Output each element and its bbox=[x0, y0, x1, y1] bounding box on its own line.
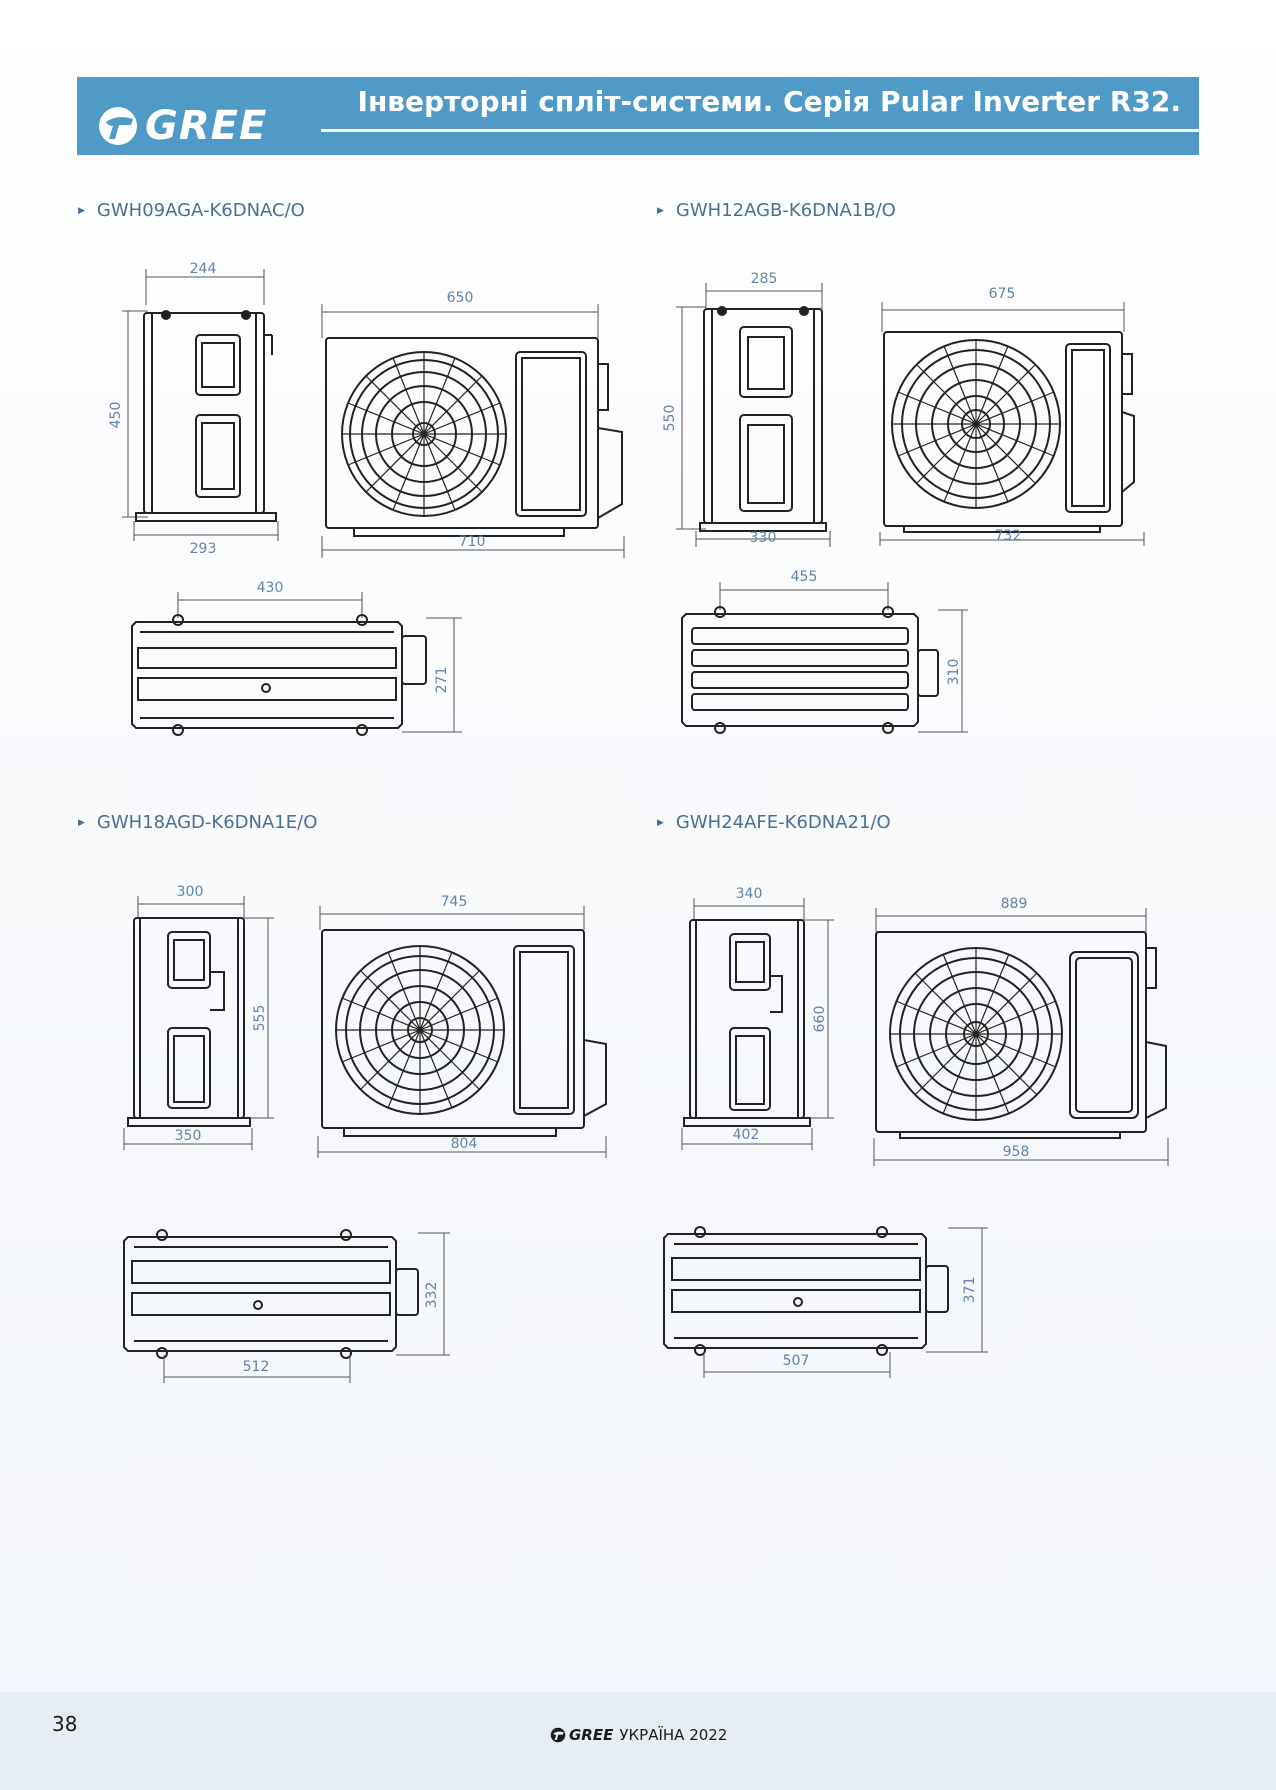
page-number: 38 bbox=[52, 1712, 78, 1736]
unit-body bbox=[681, 613, 919, 727]
bullet-icon: ▶ bbox=[657, 818, 664, 828]
dim-label: 310 bbox=[946, 659, 962, 686]
dim-label: 660 bbox=[812, 1006, 828, 1033]
dim-front-bottom bbox=[873, 1138, 1169, 1166]
unit-body bbox=[133, 917, 245, 1119]
model-label-2: ▶GWH12AGB-K6DNA1B/O bbox=[657, 200, 896, 221]
unit-body bbox=[689, 919, 805, 1119]
header-banner: GREE Інверторні спліт-системи. Серія Pul… bbox=[77, 77, 1199, 155]
dim-top-depth bbox=[396, 1232, 450, 1356]
dim-top-span bbox=[719, 582, 889, 610]
dim-label: 804 bbox=[451, 1136, 478, 1152]
dim-front-top bbox=[875, 908, 1147, 932]
dim-label: 675 bbox=[989, 286, 1016, 302]
unit-body bbox=[123, 1236, 397, 1352]
unit-body bbox=[663, 1233, 927, 1349]
dim-side-top bbox=[693, 898, 805, 920]
model-4-top-view: 371 507 bbox=[663, 1226, 988, 1378]
dim-front-bottom bbox=[321, 536, 625, 558]
dim-label: 330 bbox=[750, 530, 777, 546]
dim-label: 550 bbox=[662, 405, 678, 432]
dim-label: 889 bbox=[1001, 896, 1028, 912]
bullet-icon: ▶ bbox=[78, 206, 85, 216]
model-label-1: ▶GWH09AGA-K6DNAC/O bbox=[78, 200, 305, 221]
model-1-top-view: 430 271 bbox=[131, 580, 462, 736]
dim-top-depth bbox=[402, 617, 462, 733]
banner-divider bbox=[321, 129, 1199, 132]
dim-label: 350 bbox=[175, 1128, 202, 1144]
dim-front-top bbox=[321, 304, 599, 338]
model-2-front-view: 675 732 bbox=[879, 286, 1145, 546]
dim-side-top bbox=[145, 269, 265, 305]
dim-side-bottom bbox=[695, 531, 831, 547]
model-4-front-view: 889 958 bbox=[873, 896, 1169, 1166]
dim-label: 285 bbox=[751, 271, 778, 287]
model-1-side-view: 244 450 293 bbox=[108, 261, 279, 555]
dim-side-top bbox=[705, 283, 823, 309]
dim-label: 332 bbox=[424, 1282, 440, 1309]
gree-swirl-icon bbox=[550, 1727, 566, 1743]
dim-side-bottom bbox=[123, 1128, 253, 1150]
page-title: Інверторні спліт-системи. Серія Pular In… bbox=[357, 85, 1181, 118]
dim-top-span bbox=[163, 1355, 351, 1383]
unit-body bbox=[131, 621, 403, 729]
dim-label: 340 bbox=[736, 886, 763, 902]
unit-body bbox=[321, 929, 585, 1129]
bullet-icon: ▶ bbox=[78, 818, 85, 828]
dim-label: 244 bbox=[190, 261, 217, 277]
model-label-4: ▶GWH24AFE-K6DNA21/O bbox=[657, 812, 891, 833]
dim-label: 293 bbox=[190, 541, 217, 555]
model-3-top-view: 332 512 bbox=[123, 1229, 450, 1383]
dim-front-top bbox=[319, 906, 585, 930]
dim-top-depth bbox=[926, 1227, 988, 1353]
page-footer: 38 GREE УКРАЇНА 2022 bbox=[0, 1692, 1276, 1790]
dim-side-bottom bbox=[133, 521, 279, 541]
dim-side-top bbox=[137, 896, 245, 918]
dim-label: 710 bbox=[459, 534, 486, 550]
dim-front-top bbox=[881, 302, 1125, 332]
dim-label: 507 bbox=[783, 1353, 810, 1369]
logo-text: GREE bbox=[145, 103, 268, 149]
dim-label: 430 bbox=[257, 580, 284, 596]
footer-logo-text: GREE bbox=[569, 1726, 614, 1744]
model-3-side-view: 300 555 350 bbox=[123, 884, 274, 1150]
dim-label: 555 bbox=[252, 1005, 268, 1032]
dim-side-height bbox=[804, 919, 834, 1119]
dim-label: 745 bbox=[441, 894, 468, 910]
dim-top-depth bbox=[918, 609, 968, 733]
dim-top-span bbox=[177, 592, 363, 618]
footer-brand: GREE УКРАЇНА 2022 bbox=[550, 1726, 727, 1744]
dim-top-span bbox=[703, 1352, 891, 1378]
dim-label: 402 bbox=[733, 1127, 760, 1143]
dim-label: 512 bbox=[243, 1359, 270, 1375]
dim-front-bottom bbox=[879, 532, 1145, 546]
model-1-front-view: 650 710 bbox=[321, 290, 625, 558]
model-4-side-view: 340 660 402 bbox=[681, 886, 834, 1150]
dim-label: 450 bbox=[108, 402, 124, 429]
model-2-side-view: 285 550 330 bbox=[662, 271, 831, 547]
dim-label: 958 bbox=[1003, 1144, 1030, 1160]
footer-caption: УКРАЇНА 2022 bbox=[619, 1726, 728, 1744]
dim-side-bottom bbox=[681, 1128, 813, 1150]
model-2-top-view: 455 310 bbox=[681, 569, 968, 734]
dim-label: 650 bbox=[447, 290, 474, 306]
model-label-3: ▶GWH18AGD-K6DNA1E/O bbox=[78, 812, 318, 833]
model-3-front-view: 745 804 bbox=[317, 894, 607, 1158]
dim-front-bottom bbox=[317, 1136, 607, 1158]
unit-body bbox=[325, 337, 599, 529]
dim-label: 732 bbox=[995, 528, 1022, 544]
dim-label: 300 bbox=[177, 884, 204, 900]
gree-logo: GREE bbox=[97, 105, 267, 147]
gree-swirl-icon bbox=[99, 107, 137, 145]
bullet-icon: ▶ bbox=[657, 206, 664, 216]
dim-label: 371 bbox=[962, 1277, 978, 1304]
dim-label: 455 bbox=[791, 569, 818, 585]
dim-side-height bbox=[676, 306, 706, 530]
dim-side-height bbox=[244, 917, 274, 1119]
dim-label: 271 bbox=[434, 667, 450, 694]
